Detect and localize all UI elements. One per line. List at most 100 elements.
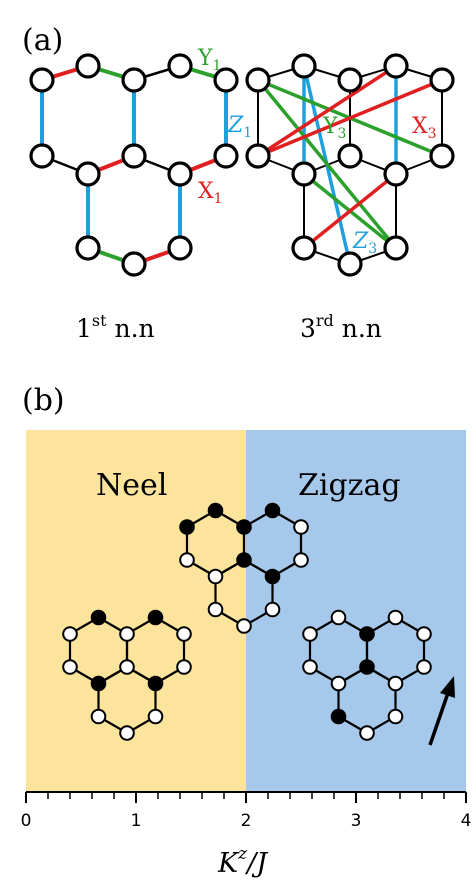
spin-site	[90, 708, 107, 725]
site	[213, 143, 239, 169]
spin-site	[147, 675, 164, 692]
x3-sub: 3	[428, 126, 437, 142]
site	[337, 67, 363, 93]
z1-letter: Z	[227, 113, 244, 138]
x1-letter: X	[198, 179, 214, 204]
spin-site	[330, 609, 347, 626]
tick-label: 4	[461, 811, 472, 831]
spin-site	[293, 519, 309, 535]
tick-label: 3	[351, 811, 362, 831]
site	[383, 161, 409, 187]
site	[121, 67, 147, 93]
x3-letter: X	[412, 114, 428, 139]
tick-label: 0	[21, 811, 32, 831]
spin-site	[90, 609, 107, 626]
spin-site	[264, 568, 281, 585]
spin-site	[119, 626, 135, 642]
y3-sub: 3	[338, 126, 347, 142]
spin-site	[147, 609, 164, 626]
spin-site	[387, 609, 404, 626]
x-axis-title: Kz/J	[217, 844, 269, 879]
x-axis-title-sup: z	[237, 844, 248, 864]
spin-site	[147, 708, 164, 725]
bond	[257, 64, 397, 158]
spin-site	[359, 659, 375, 675]
caption-first-nn: 1st n.n	[76, 311, 155, 343]
caption-first-rest: n.n	[107, 314, 155, 343]
site	[167, 161, 193, 187]
spin-clusters	[62, 502, 432, 741]
site	[337, 251, 363, 277]
site	[291, 53, 317, 79]
site	[213, 67, 239, 93]
neel-cluster	[62, 609, 192, 741]
spin-site	[207, 568, 224, 585]
site	[429, 67, 455, 93]
spin-site	[359, 626, 375, 642]
spin-site	[236, 618, 252, 634]
y1-sub: 1	[213, 58, 222, 74]
spin-site	[236, 552, 252, 568]
caption-first-main: 1	[76, 314, 92, 343]
caption-third-main: 3	[300, 314, 316, 343]
caption-first-sup: st	[92, 311, 107, 330]
y1-label: Y1	[197, 46, 221, 74]
site	[383, 235, 409, 261]
spin-site	[330, 708, 347, 725]
z3-letter: Z	[352, 229, 369, 254]
x-axis: 0 1 2 3 4	[21, 791, 472, 831]
z3-label: Z3	[352, 229, 377, 257]
site	[291, 161, 317, 187]
x1-label: X1	[198, 179, 223, 207]
zigzag-label: Zigzag	[298, 468, 401, 503]
neel-label: Neel	[96, 468, 167, 503]
bond	[257, 78, 443, 158]
site	[75, 235, 101, 261]
site	[167, 53, 193, 79]
y1-letter: Y	[197, 46, 213, 71]
spin-site	[176, 626, 192, 642]
tick-label: 1	[131, 811, 142, 831]
z1-sub: 1	[243, 125, 252, 141]
caption-third-sup: rd	[316, 311, 334, 330]
spin-site	[119, 659, 135, 675]
spin-site	[236, 519, 252, 535]
spin-site	[302, 626, 318, 642]
spin-site	[330, 675, 347, 692]
panel-b-label: (b)	[22, 383, 65, 418]
site	[291, 235, 317, 261]
x-axis-title-main: K	[217, 848, 240, 879]
zigzag-cluster-middle	[179, 502, 309, 634]
z3-sub: 3	[368, 241, 377, 257]
spin-site	[387, 675, 404, 692]
y3-letter: Y	[322, 114, 338, 139]
spin-site	[416, 626, 432, 642]
phase-region	[246, 430, 466, 792]
first-neighbor-lattice	[29, 53, 239, 277]
spin-site	[264, 502, 281, 519]
site	[383, 53, 409, 79]
zigzag-cluster-right	[302, 609, 432, 741]
spin-site	[387, 708, 404, 725]
caption-third-rest: n.n	[334, 314, 382, 343]
site	[29, 67, 55, 93]
spin-site	[302, 659, 318, 675]
site	[429, 143, 455, 169]
spin-site	[359, 725, 375, 741]
z1-label: Z1	[227, 113, 252, 141]
phase-regions	[26, 430, 466, 792]
spin-site	[179, 519, 195, 535]
arrow-icon	[428, 676, 455, 746]
bond	[302, 172, 398, 250]
site	[121, 251, 147, 277]
spin-site	[119, 725, 135, 741]
tick-label: 2	[241, 811, 252, 831]
spin-site	[416, 659, 432, 675]
site	[29, 143, 55, 169]
spin-site	[207, 502, 224, 519]
site	[121, 143, 147, 169]
spin-site	[62, 626, 78, 642]
site	[167, 235, 193, 261]
site	[245, 143, 271, 169]
x-axis-title-rest: /J	[244, 848, 269, 879]
